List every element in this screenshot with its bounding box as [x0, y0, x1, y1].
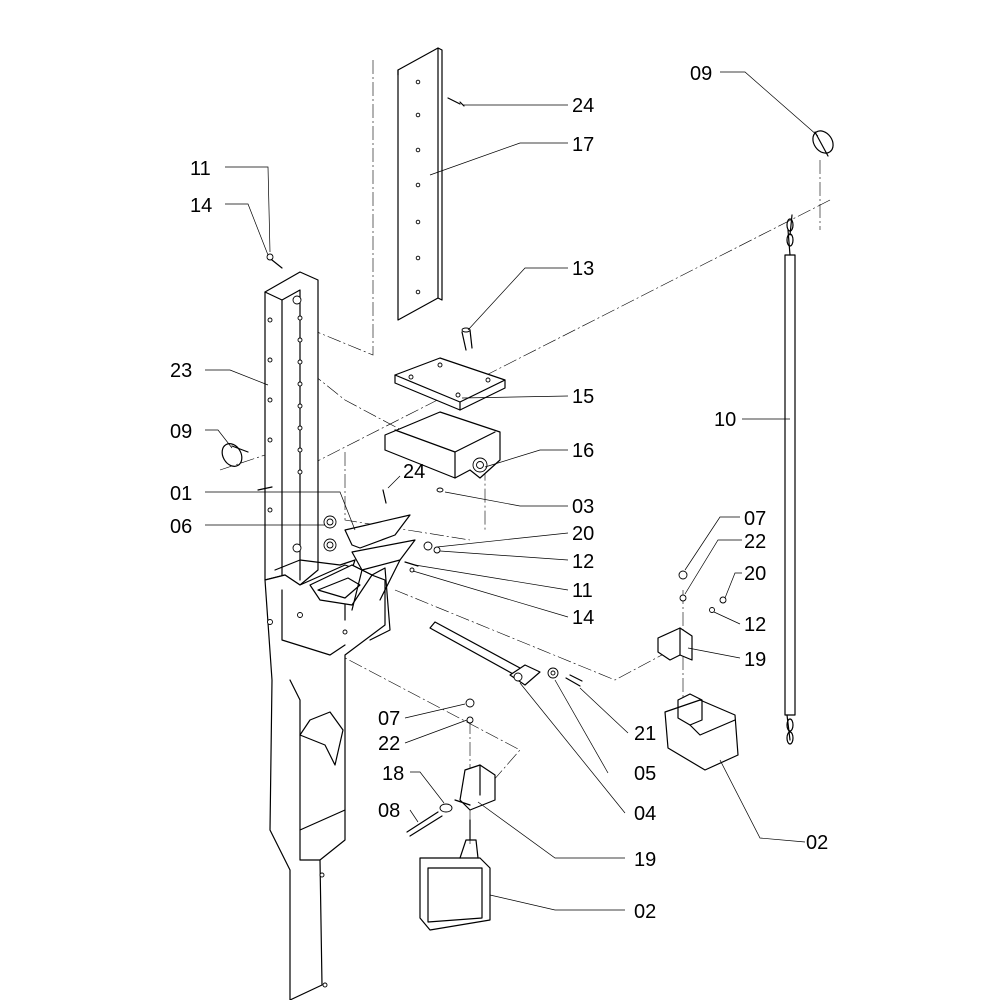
part-03-screw [436, 487, 444, 493]
assembly-centerlines [219, 60, 831, 845]
parts-05-21-washer-bolt [547, 667, 583, 687]
part-09-linch-pin-top [812, 130, 834, 157]
callout-24-mid: 24 [403, 461, 425, 483]
part-11-14-fasteners-top [266, 253, 283, 269]
callout-02-bottom: 02 [634, 901, 656, 923]
part-19-bracket-right [657, 627, 693, 661]
callout-21: 21 [634, 723, 656, 745]
callout-20-a: 20 [572, 523, 594, 545]
callout-14-mid: 14 [572, 607, 594, 629]
part-02-lamp-bottom [419, 819, 491, 931]
callout-12-b: 12 [744, 614, 766, 636]
callout-02-right: 02 [806, 832, 828, 854]
callout-13: 13 [572, 258, 594, 280]
callout-01: 01 [170, 483, 192, 505]
callout-22-bottom: 22 [378, 733, 400, 755]
callout-labels: 24 17 09 11 14 13 23 15 10 09 16 24 01 0… [170, 63, 828, 923]
callout-04: 04 [634, 803, 656, 825]
callout-05: 05 [634, 763, 656, 785]
callout-17: 17 [572, 134, 594, 156]
callout-06: 06 [170, 516, 192, 538]
part-16-channel-bracket [384, 411, 501, 479]
callout-24-top: 24 [572, 95, 594, 117]
part-17-slotted-plate [397, 47, 443, 321]
part-19-bracket-bottom [454, 764, 496, 811]
parts-07-22-20-12-fasteners-right [678, 570, 727, 613]
part-23-vertical-post [264, 271, 391, 1000]
callout-09-top: 09 [690, 63, 712, 85]
callout-16: 16 [572, 440, 594, 462]
callout-11-mid: 11 [572, 580, 593, 602]
callout-08: 08 [378, 800, 400, 822]
callout-19-bottom: 19 [634, 849, 656, 871]
callout-23: 23 [170, 360, 192, 382]
part-04-shaft [429, 621, 541, 686]
callout-07-bottom: 07 [378, 708, 400, 730]
leader-lines [205, 71, 819, 911]
parts-18-08-washer-bolt [406, 803, 453, 837]
callout-14-top: 14 [190, 195, 212, 217]
part-06-bushings [292, 515, 337, 553]
callout-10: 10 [714, 409, 736, 431]
parts-07-22-fasteners-bottom [465, 698, 475, 724]
callout-22-right: 22 [744, 531, 766, 553]
callout-18: 18 [382, 763, 404, 785]
part-09-linch-pin-left [221, 443, 273, 491]
part-01-angle-bracket [344, 514, 416, 611]
part-10-rod [784, 214, 796, 745]
callout-11-top: 11 [190, 158, 211, 180]
part-02-lamp-right [664, 693, 739, 771]
callout-09-left: 09 [170, 421, 192, 443]
callout-15: 15 [572, 386, 594, 408]
callout-07-right: 07 [744, 508, 766, 530]
part-24-screw-top [447, 97, 465, 107]
callout-19-right: 19 [744, 649, 766, 671]
part-13-pin [461, 327, 473, 351]
part-15-top-plate [394, 357, 506, 411]
callout-03: 03 [572, 496, 594, 518]
callout-20-b: 20 [744, 563, 766, 585]
callout-12-a: 12 [572, 551, 594, 573]
part-24-screw-mid [382, 489, 387, 504]
